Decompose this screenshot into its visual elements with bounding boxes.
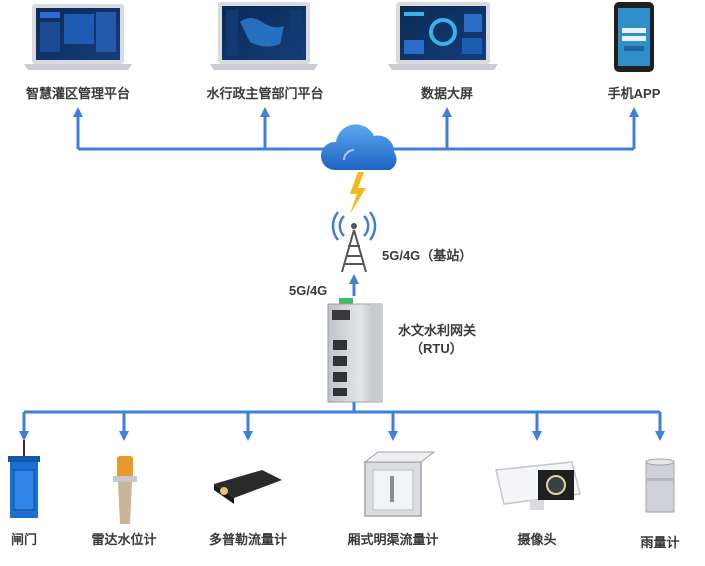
rtu-port [333, 388, 347, 396]
base-station-tower-icon [331, 211, 377, 273]
device-label-rain-gauge: 雨量计 [640, 535, 680, 550]
cloud-icon [320, 124, 397, 170]
rtu-port [333, 340, 347, 350]
platform-label-smart-irrigation: 智慧灌区管理平台 [25, 86, 131, 101]
gateway-label-line1: 水文水利网关 [398, 323, 477, 338]
lower-bus [19, 402, 665, 441]
platform-label-mobile-app: 手机APP [607, 86, 661, 101]
device-label-radar-level: 雷达水位计 [91, 532, 157, 547]
rtu-port [333, 372, 347, 382]
device-label-gate: 闸门 [10, 532, 38, 547]
gateway-label-line2: （RTU） [410, 341, 463, 356]
rtu-logo [332, 310, 350, 320]
box-channel-flowmeter-icon [363, 451, 436, 517]
platform-label-data-screen: 数据大屏 [420, 86, 474, 101]
camera-icon [495, 461, 581, 510]
rtu-gateway-icon [327, 298, 383, 403]
laptop-base [24, 64, 132, 70]
radar-level-meter-icon [113, 456, 137, 524]
rain-gauge-icon [645, 458, 675, 513]
base-station-label: 5G/4G（基站） [382, 248, 473, 263]
device-label-box-channel-flowmeter: 厢式明渠流量计 [347, 532, 439, 547]
device-label-doppler-flowmeter: 多普勒流量计 [208, 532, 288, 547]
platform-smart-irrigation [24, 4, 132, 70]
platform-data-screen [388, 2, 498, 70]
platform-water-admin [210, 2, 318, 70]
device-label-camera: 摄像头 [517, 532, 557, 547]
gate-icon [8, 440, 40, 518]
lightning-icon [350, 172, 366, 214]
platform-label-water-admin: 水行政主管部门平台 [206, 86, 324, 101]
doppler-flowmeter-icon [214, 470, 282, 504]
link-label: 5G/4G [289, 283, 328, 298]
platform-mobile-app [614, 2, 654, 72]
rtu-port [333, 356, 347, 366]
